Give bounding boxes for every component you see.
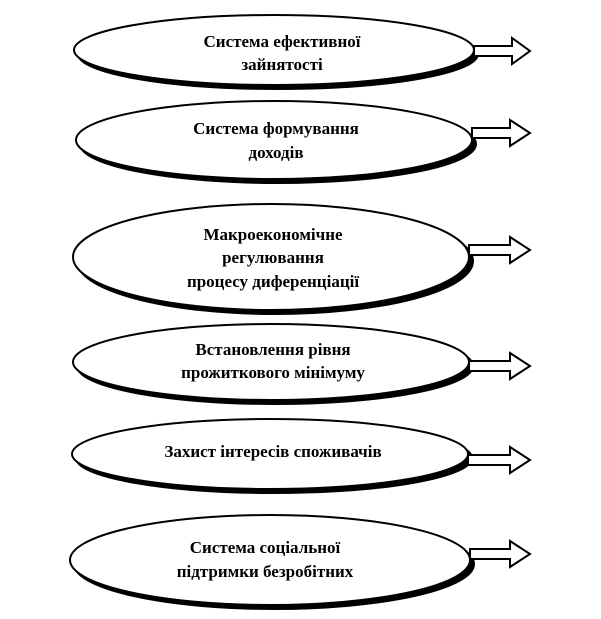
node-label-line: підтримки безробітних <box>177 562 354 581</box>
right-arrow-icon <box>467 445 532 475</box>
node-label-line: Захист інтересів споживачів <box>164 442 381 461</box>
diagram-node: Встановлення рівня прожиткового мінімуму <box>72 323 532 401</box>
node-label-line: Встановлення рівня <box>195 340 350 359</box>
node-label-line: Система соціальної <box>190 538 341 557</box>
node-label-line: Система ефективної <box>204 32 361 51</box>
diagram-node: Система соціальної підтримки безробітних <box>69 514 532 606</box>
diagram-node: Захист інтересів споживачів <box>71 418 532 490</box>
right-arrow-icon <box>469 539 532 569</box>
right-arrow-icon <box>468 235 532 265</box>
diagram-node: Система формування доходів <box>75 100 532 180</box>
node-ellipse <box>72 323 470 401</box>
node-label-line: прожиткового мінімуму <box>181 363 365 382</box>
node-label-line: доходів <box>248 143 303 162</box>
node-ellipse <box>72 203 470 311</box>
right-arrow-icon <box>468 351 532 381</box>
node-label-line: Макроекономічне <box>203 225 343 244</box>
node-ellipse <box>69 514 471 606</box>
right-arrow-icon <box>471 118 532 148</box>
node-label-line: зайнятості <box>241 55 323 74</box>
node-ellipse <box>75 100 473 180</box>
diagram-node: Система ефективної зайнятості <box>73 14 532 86</box>
right-arrow-icon <box>473 36 532 66</box>
node-label-line: процесу диференціації <box>187 272 359 291</box>
node-label-line: регулювання <box>222 248 324 267</box>
node-label-line: Система формування <box>193 119 359 138</box>
diagram-node: Макроекономічне регулювання процесу дифе… <box>72 203 532 311</box>
